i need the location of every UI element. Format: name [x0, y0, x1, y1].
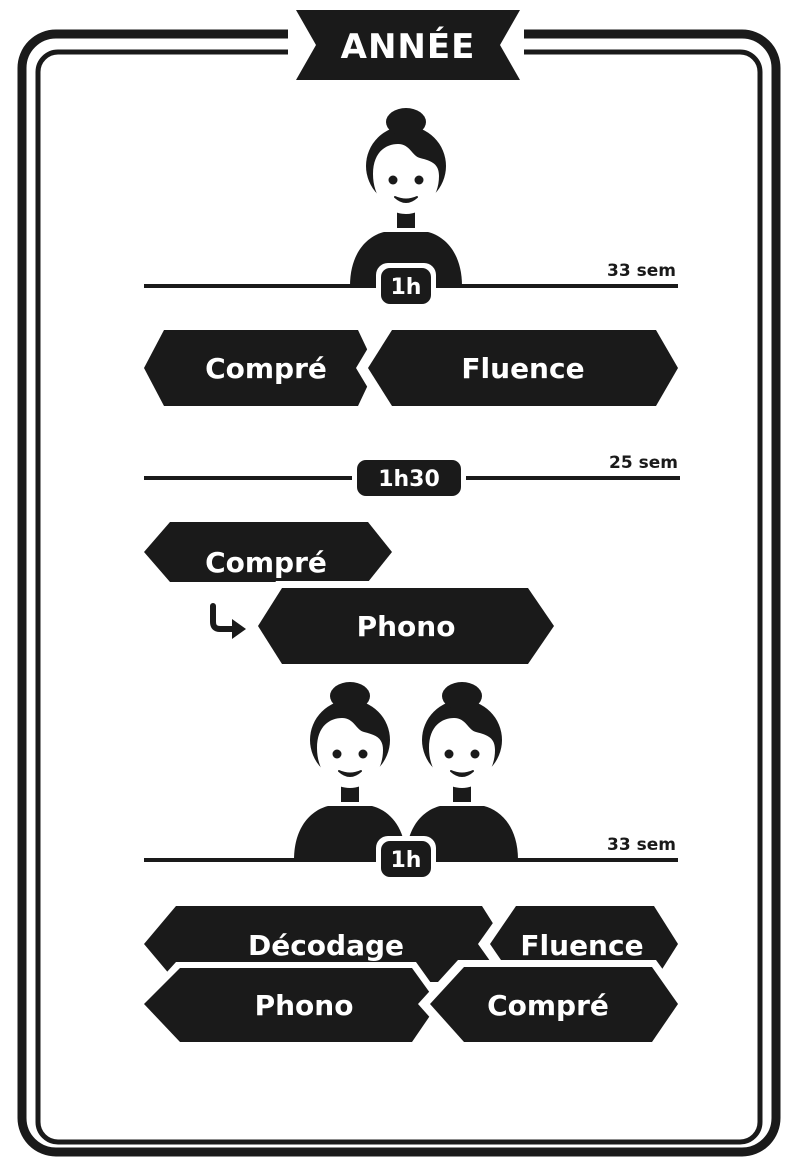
weeks-label: 25 sem: [609, 453, 678, 473]
weeks-label: 33 sem: [607, 835, 676, 855]
teacher-icon: [349, 107, 463, 287]
teacher-icon: [405, 681, 519, 861]
module-label: Compré: [205, 352, 327, 385]
module-label: Compré: [205, 546, 327, 579]
section-3: 1h 33 sem Décodage Fluence Phono Compré: [138, 681, 688, 1049]
module-label: Phono: [255, 989, 354, 1022]
teacher-icon: [293, 681, 407, 861]
duration-badge: 1h: [376, 836, 436, 882]
module-compre: Compré: [418, 960, 688, 1049]
module-compre: Compré: [144, 330, 376, 406]
module-label: Fluence: [520, 929, 643, 962]
module-label: Fluence: [461, 352, 584, 385]
weeks-label: 33 sem: [607, 261, 676, 281]
module-label: Compré: [487, 989, 609, 1022]
duration-label: 1h30: [378, 467, 440, 492]
module-label: Décodage: [248, 929, 404, 962]
duration-label: 1h: [391, 848, 422, 873]
banner-title: ANNÉE: [341, 26, 476, 67]
duration-label: 1h: [391, 275, 422, 300]
module-label: Phono: [357, 610, 456, 643]
module-fluence: Fluence: [356, 323, 688, 413]
duration-badge: 1h30: [352, 455, 466, 501]
module-compre: Compré: [144, 522, 392, 582]
section-2: 1h30 25 sem Compré Phono: [144, 453, 680, 671]
module-phono: Phono: [138, 962, 446, 1048]
title-banner: ANNÉE: [288, 10, 524, 96]
section-1: 1h 33 sem Compré Fluence: [144, 107, 688, 413]
module-phono: Phono: [250, 581, 562, 671]
duration-badge: 1h: [376, 263, 436, 309]
arrow-down-right-icon: [210, 603, 246, 639]
